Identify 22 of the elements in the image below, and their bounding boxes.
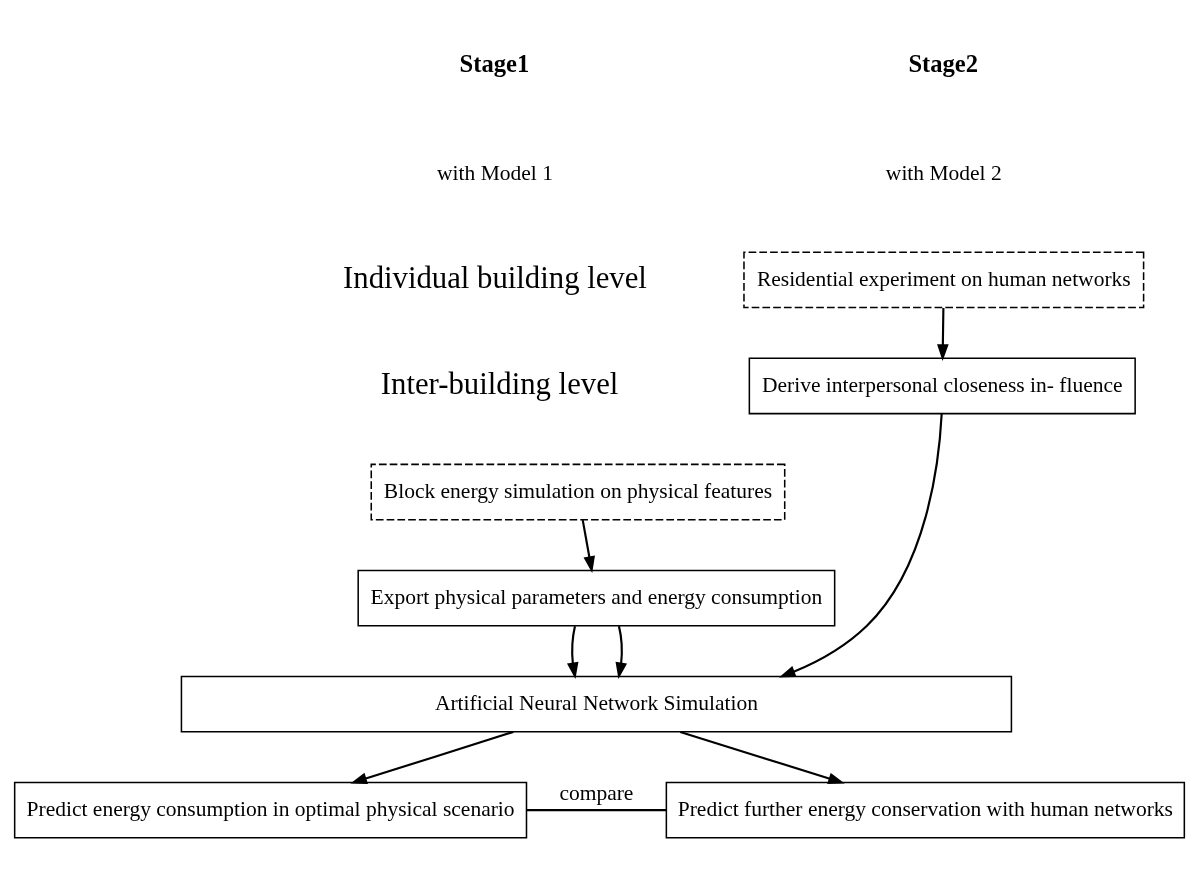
node-box: Artificial Neural Network Simulation xyxy=(180,675,1013,733)
arrow xyxy=(566,625,579,680)
arrow xyxy=(581,519,595,573)
node-box: Export physical parameters and energy consumption xyxy=(357,569,836,627)
node-box: Derive interpersonal closeness in- fluence xyxy=(748,357,1136,415)
node-box: Residential experiment on human networks xyxy=(743,251,1145,309)
arrow xyxy=(937,307,949,361)
node-box: Block energy simulation on physical features xyxy=(370,463,786,521)
arrow xyxy=(615,625,627,679)
arrow xyxy=(350,730,514,784)
edge-label: compare xyxy=(559,780,634,805)
node-box: Predict further energy conservation with human networks xyxy=(665,781,1186,839)
label: Stage2 xyxy=(908,50,979,78)
label: Inter-building level xyxy=(380,366,619,401)
node-box: Predict energy consumption in optimal physical scenario xyxy=(13,781,528,839)
connector xyxy=(526,809,667,812)
label: Individual building level xyxy=(343,260,647,295)
label: with Model 1 xyxy=(437,160,553,185)
arrow xyxy=(679,730,845,784)
label: with Model 2 xyxy=(885,160,1002,185)
arrow xyxy=(778,413,943,678)
label: Stage1 xyxy=(459,50,530,78)
